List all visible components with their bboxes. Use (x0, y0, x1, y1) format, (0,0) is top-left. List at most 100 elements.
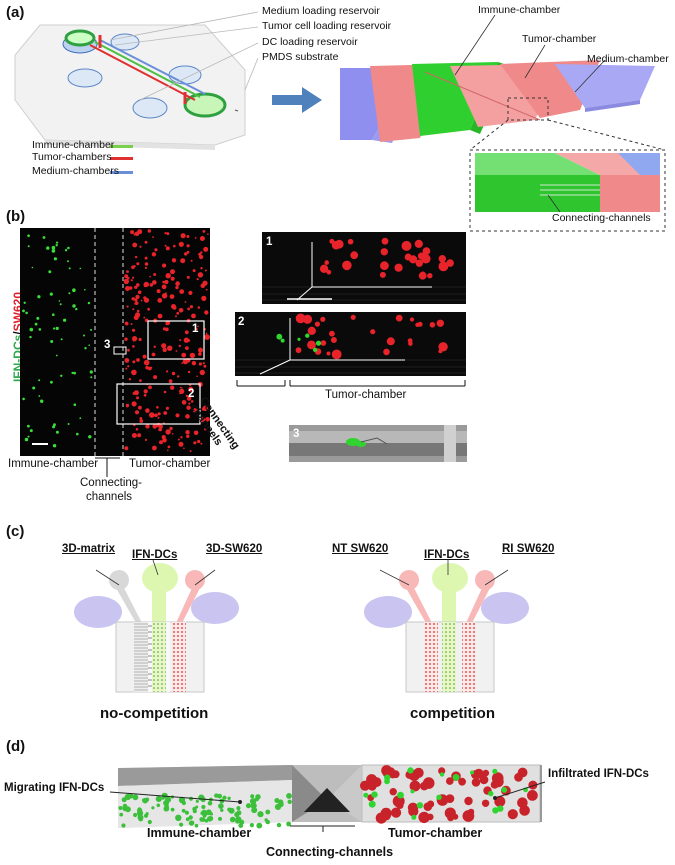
tumor-cell (163, 411, 168, 415)
tumor-cell (331, 349, 342, 360)
tumor-cell (517, 767, 528, 778)
dc-cell (89, 370, 93, 374)
tumor-cell (132, 308, 135, 311)
tumor-cell (367, 781, 377, 791)
tumor-cell (143, 359, 150, 366)
dc-cell (29, 327, 34, 332)
tumor-cell (375, 812, 387, 824)
connecting-label-2: channels (86, 491, 133, 503)
tumor-cell (186, 396, 192, 401)
tumor-cell (197, 306, 201, 309)
view-label-2: 2 (238, 316, 245, 328)
tumor-cell (132, 276, 135, 279)
dc-cell (73, 403, 77, 406)
tumor-cell (507, 809, 518, 820)
panel-a-label: (a) (6, 4, 25, 21)
tumor-cell (165, 320, 171, 326)
tumor-cell (380, 248, 388, 256)
dc-cell (79, 417, 82, 420)
tumor-cell (152, 445, 157, 451)
immune-chamber-label: Immune-chamber (478, 4, 561, 16)
dc-cell (27, 435, 30, 438)
tumor-cell (125, 286, 130, 291)
panel-a-graphic (14, 11, 666, 232)
tumor-cell (207, 233, 209, 235)
dc-cell (229, 816, 236, 823)
tumor-cell (134, 285, 138, 289)
dc-cell (138, 816, 144, 822)
tumor-cell (420, 271, 426, 277)
tumor-cell (189, 305, 193, 309)
tumor-cell (197, 325, 200, 328)
tumor-cell (153, 273, 157, 276)
dc-cell (170, 807, 175, 812)
tumor-cell (162, 327, 167, 331)
tumor-cell (396, 801, 404, 809)
tumor-cell (186, 434, 190, 438)
tumor-cell (395, 314, 403, 322)
dc-cell (23, 301, 26, 304)
dc-cell (40, 399, 44, 403)
tumor-cell (163, 390, 167, 394)
d-tumor-label: Tumor-chamber (388, 826, 483, 840)
dc-cell (68, 292, 71, 295)
tumor-cell (409, 317, 415, 322)
dc-cell (42, 236, 46, 239)
dc-cell (363, 792, 369, 798)
roi-box-1 (147, 320, 205, 360)
dc-cell (55, 326, 59, 330)
connecting-channels-inset (475, 153, 660, 213)
tumor-cell (131, 401, 137, 407)
tumor-cell (128, 378, 132, 381)
tumor-cell (134, 255, 138, 259)
connecting-label-1: Connecting- (80, 477, 143, 489)
dc-cell (60, 374, 63, 377)
tumor-cell (136, 262, 140, 266)
dc-cell (67, 423, 70, 425)
tumor-cell (200, 267, 203, 270)
tumor-cell (133, 265, 136, 268)
tumor-cell (166, 232, 170, 236)
tumor-cell (165, 292, 167, 294)
dc-cell (181, 800, 186, 806)
legend-tumor: Tumor-chambers (32, 151, 112, 163)
dc-cell (27, 234, 30, 237)
tumor-cell (438, 767, 446, 775)
tumor-cell (185, 430, 190, 435)
dc-cell (122, 803, 128, 809)
tumor-cell (143, 297, 150, 303)
dc-cell (250, 802, 257, 809)
tumor-cell (517, 797, 528, 808)
tumor-cell (200, 442, 203, 445)
c-left-label-ifn: IFN-DCs (132, 549, 178, 561)
d-immune-label: Immune-chamber (147, 826, 252, 840)
tumor-cell (147, 229, 151, 233)
arrow-right-icon (272, 87, 322, 113)
tumor-cell (383, 348, 390, 356)
tumor-cell (164, 244, 167, 247)
dc-cell (53, 327, 56, 330)
dc-cell (27, 424, 30, 428)
dc-cell (222, 795, 227, 800)
dc-cell (175, 814, 182, 821)
dc-cell (63, 318, 67, 322)
dc-cell (50, 340, 54, 343)
tumor-cell (175, 285, 179, 290)
dc-cell (51, 249, 56, 253)
dc-cell (220, 808, 224, 812)
dc-cell (280, 338, 285, 343)
dc-cell (48, 270, 52, 274)
tumor-cell (156, 406, 159, 409)
tumor-cell (429, 322, 436, 328)
tumor-cell (131, 297, 135, 301)
tumor-cell (394, 263, 403, 272)
c-right-caption: competition (410, 705, 495, 722)
dc-cell (249, 823, 254, 828)
tumor-cell (179, 339, 182, 342)
tumor-cell (161, 435, 166, 440)
tumor-cell (446, 259, 454, 267)
medium-chamber-label: Medium-chamber (587, 53, 669, 65)
tumor-cell (161, 343, 167, 349)
tumor-cell (154, 413, 158, 418)
roi-box-2 (116, 383, 201, 425)
